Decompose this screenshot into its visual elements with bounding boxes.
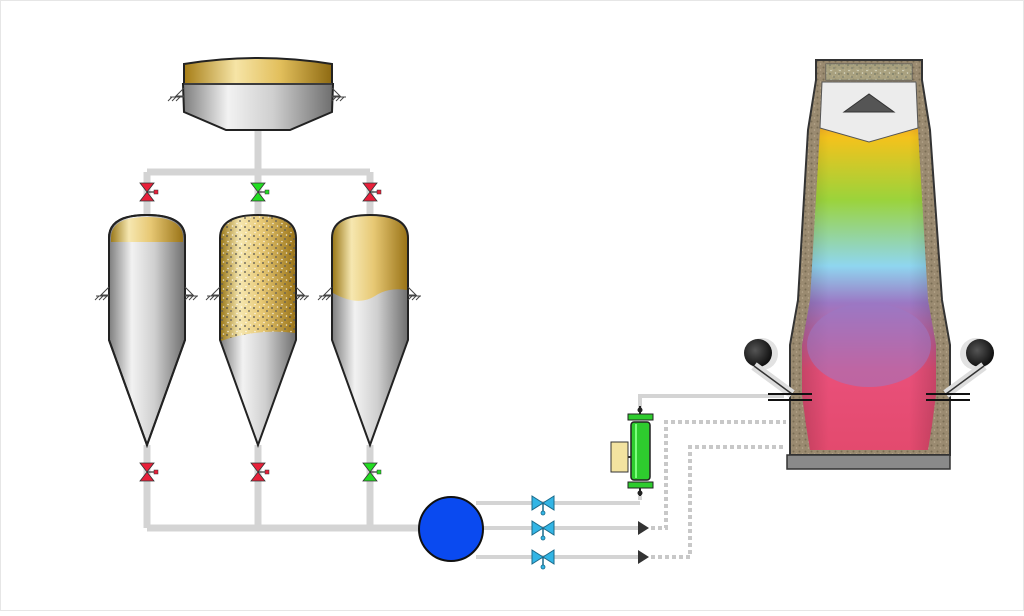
silo-valves <box>139 182 382 482</box>
blast-furnace <box>744 59 994 470</box>
injection-line-2-control-valve[interactable] <box>531 520 555 541</box>
tuyere-right <box>926 338 994 401</box>
silo-3-bottom-valve[interactable] <box>362 462 382 482</box>
injector-icon <box>630 421 651 481</box>
line-2-arrow-icon <box>638 521 649 535</box>
injector-box <box>610 441 629 473</box>
injection-line-1-control-valve[interactable] <box>531 495 555 516</box>
silo-1-top-valve[interactable] <box>139 182 159 202</box>
tuyere-left <box>744 338 812 401</box>
silo-3 <box>317 213 421 448</box>
silo-2-bottom-valve[interactable] <box>250 462 270 482</box>
silo-2 <box>205 213 309 448</box>
control-valves <box>531 495 555 570</box>
injection-line-3-control-valve[interactable] <box>531 549 555 570</box>
silo-1-bottom-valve[interactable] <box>139 462 159 482</box>
receiving-bin <box>167 57 346 131</box>
coal-injector[interactable] <box>610 406 654 496</box>
pipe-network <box>143 125 786 559</box>
silo-2-top-valve[interactable] <box>250 182 270 202</box>
line-3-arrow-icon <box>638 550 649 564</box>
silo-3-top-valve[interactable] <box>362 182 382 202</box>
silo-1 <box>94 213 198 448</box>
transfer-pump[interactable] <box>418 496 484 562</box>
